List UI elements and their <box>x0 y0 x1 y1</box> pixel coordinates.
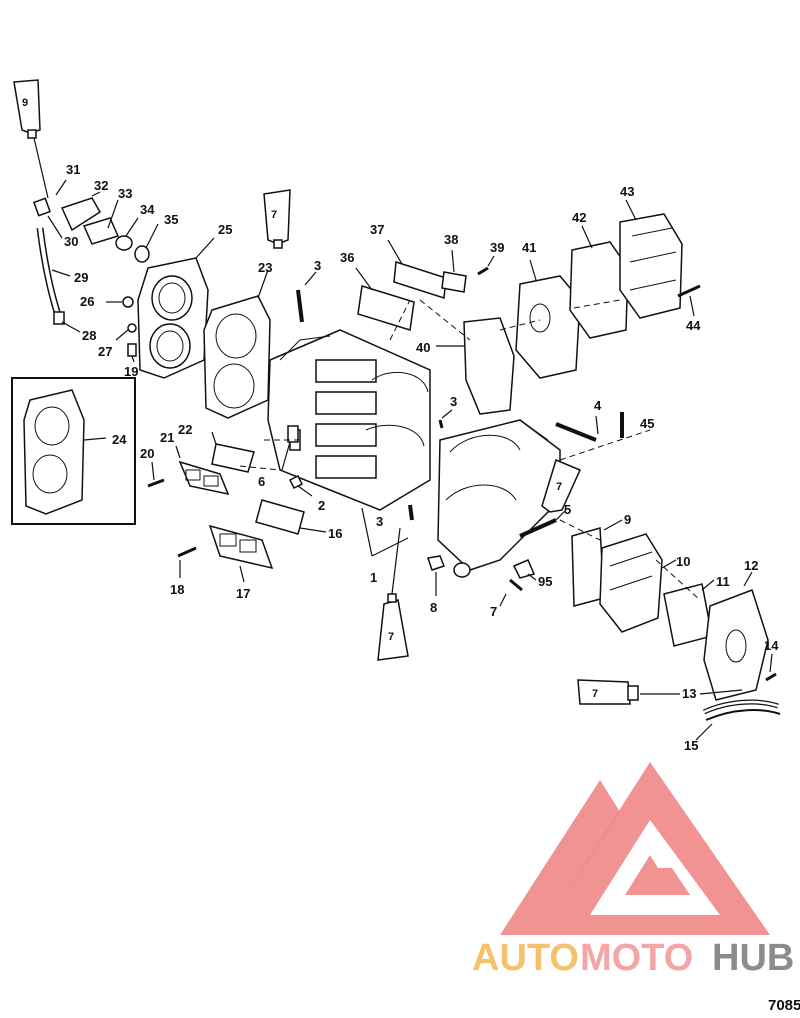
tube-label-7-top: 7 <box>271 209 277 221</box>
sealant-tube-7-top: 7 <box>263 189 291 249</box>
hose-15 <box>695 699 781 741</box>
screw-18 <box>177 546 197 578</box>
watermark-m-left <box>500 780 620 935</box>
callout-28: 28 <box>82 328 96 343</box>
tube-label-9: 9 <box>22 97 28 109</box>
callout-14: 14 <box>764 638 779 653</box>
watermark-text-moto: MOTO <box>580 937 693 979</box>
fitting-95 <box>512 559 537 581</box>
reed-block-17 <box>208 524 274 583</box>
tube-label-7-right: 7 <box>556 481 562 493</box>
callout-labels: 31 32 33 34 35 30 25 29 26 28 27 19 23 3… <box>64 162 779 753</box>
callout-44: 44 <box>686 318 701 333</box>
plate-38 <box>441 249 467 293</box>
callout-2: 2 <box>318 498 325 513</box>
watermark-g-shape <box>625 855 690 895</box>
callout-43: 43 <box>620 184 634 199</box>
callout-13: 13 <box>682 686 696 701</box>
watermark-logo: AUTO MOTO HUB <box>472 762 794 979</box>
reed-block-21 <box>175 445 230 496</box>
reed-37 <box>387 239 447 299</box>
callout-45: 45 <box>640 416 654 431</box>
callout-35: 35 <box>164 212 178 227</box>
bolt-4 <box>555 415 599 442</box>
watermark-text-auto: AUTO <box>472 937 579 979</box>
studs-3 <box>296 271 453 521</box>
callout-18: 18 <box>170 582 184 597</box>
plug-6 <box>281 425 299 471</box>
callout-19: 19 <box>124 364 138 379</box>
callout-4: 4 <box>594 398 602 413</box>
callout-7: 7 <box>490 604 497 619</box>
callout-24: 24 <box>112 432 127 447</box>
callout-27: 27 <box>98 344 112 359</box>
callout-17: 17 <box>236 586 250 601</box>
callout-20: 20 <box>140 446 154 461</box>
callout-3-bottom: 3 <box>376 514 383 529</box>
callout-30: 30 <box>64 234 78 249</box>
callout-40: 40 <box>416 340 430 355</box>
callout-5: 5 <box>564 502 571 517</box>
callout-22: 22 <box>178 422 192 437</box>
head-gasket-23 <box>203 269 271 419</box>
screw-14 <box>765 653 777 682</box>
sealant-tube-7-right: 7 <box>541 458 582 513</box>
gasket-42 <box>569 225 629 339</box>
gasket-40 <box>436 317 515 415</box>
callout-29: 29 <box>74 270 88 285</box>
cylinder-head-25 <box>137 237 215 379</box>
callout-36: 36 <box>340 250 354 265</box>
callout-25: 25 <box>218 222 232 237</box>
callout-8: 8 <box>430 600 437 615</box>
nut-8 <box>427 555 445 596</box>
callout-16: 16 <box>328 526 342 541</box>
callout-3-middle: 3 <box>450 394 457 409</box>
diagram-id: 7085 <box>768 997 800 1014</box>
transfer-cover-10 <box>599 533 677 633</box>
callout-23: 23 <box>258 260 272 275</box>
callout-11: 11 <box>716 574 730 589</box>
screw-44 <box>677 284 701 317</box>
callout-34: 34 <box>140 202 155 217</box>
gasket-22 <box>211 431 255 473</box>
sealant-tube-9: 9 <box>13 79 49 199</box>
screw-20 <box>147 461 165 488</box>
screw-7 <box>499 578 523 607</box>
tube-label-7-lower-right: 7 <box>592 688 598 700</box>
exhaust-cover-43 <box>619 199 683 319</box>
sealant-tube-7-lower-right: 7 <box>577 679 743 705</box>
callout-38: 38 <box>444 232 458 247</box>
callout-41: 41 <box>522 240 536 255</box>
callout-31: 31 <box>66 162 80 177</box>
crankcase <box>437 419 561 578</box>
callout-1: 1 <box>370 570 377 585</box>
callout-26: 26 <box>80 294 94 309</box>
watermark-text-hub: HUB <box>712 937 794 979</box>
callout-9: 9 <box>624 512 631 527</box>
callout-12: 12 <box>744 558 758 573</box>
inset-box-24 <box>11 377 136 525</box>
sealant-tube-7-bottom: 7 <box>377 527 409 661</box>
callout-37: 37 <box>370 222 384 237</box>
gasket-16 <box>255 499 327 535</box>
callout-3-top: 3 <box>314 258 321 273</box>
callout-33: 33 <box>118 186 132 201</box>
assembly-lines <box>239 299 701 601</box>
bolt-5 <box>519 509 567 538</box>
callout-6: 6 <box>258 474 265 489</box>
callout-10: 10 <box>676 554 690 569</box>
tube-label-7-bottom: 7 <box>388 631 394 643</box>
plate-12 <box>703 571 769 701</box>
callout-39: 39 <box>490 240 504 255</box>
callout-42: 42 <box>572 210 586 225</box>
callout-32: 32 <box>94 178 108 193</box>
callout-15: 15 <box>684 738 698 753</box>
callout-95: 95 <box>538 574 552 589</box>
screw-39 <box>477 255 495 276</box>
exhaust-divider-41 <box>515 259 581 379</box>
hose-assembly <box>33 179 159 363</box>
callout-21: 21 <box>160 430 174 445</box>
